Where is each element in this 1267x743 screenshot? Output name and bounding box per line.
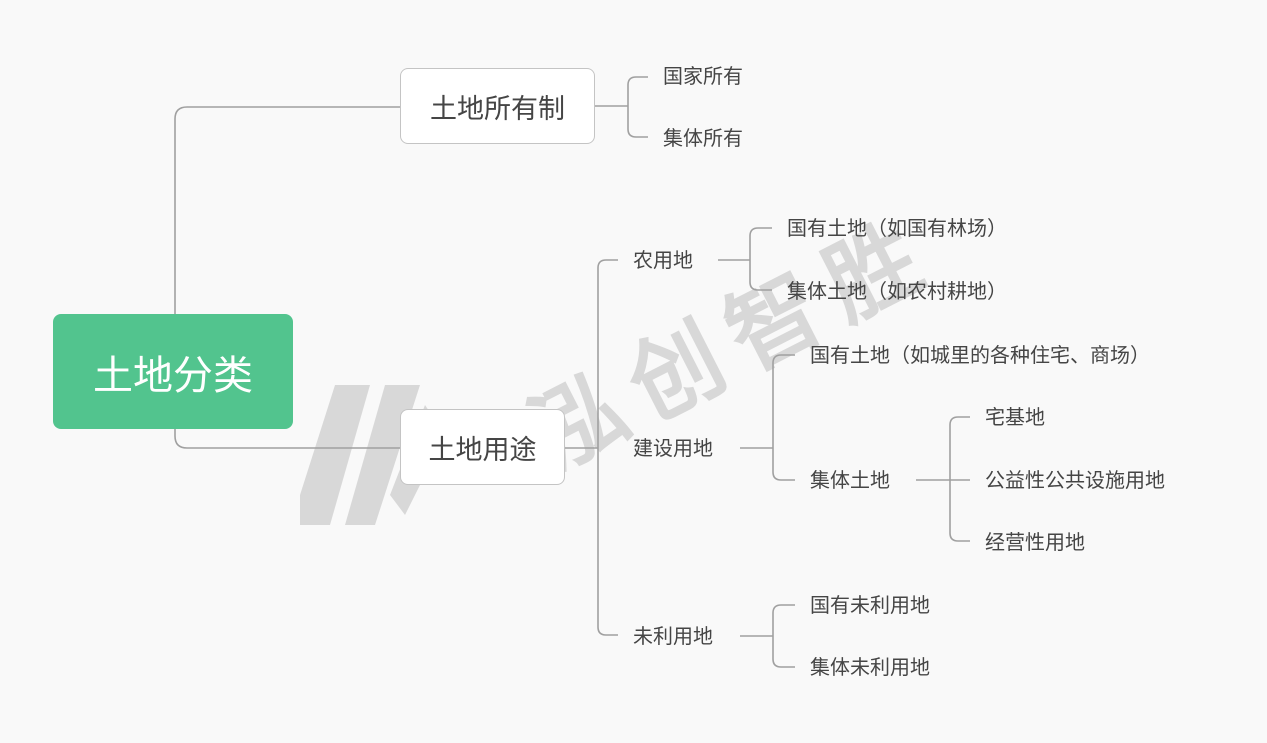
node-collective-owned[interactable]: 集体所有	[663, 126, 743, 150]
node-agri-state[interactable]: 国有土地（如国有林场）	[787, 216, 1007, 240]
root-node[interactable]: 土地分类	[53, 314, 293, 429]
node-ownership[interactable]: 土地所有制	[400, 68, 595, 144]
node-construction-state[interactable]: 国有土地（如城里的各种住宅、商场）	[810, 343, 1150, 367]
node-construction-collective[interactable]: 集体土地	[810, 468, 890, 492]
node-label: 土地所有制	[430, 93, 565, 125]
node-unused-state[interactable]: 国有未利用地	[810, 593, 930, 617]
node-unused-collective[interactable]: 集体未利用地	[810, 655, 930, 679]
node-unused[interactable]: 未利用地	[633, 624, 713, 648]
node-commercial[interactable]: 经营性用地	[985, 530, 1085, 554]
node-agricultural[interactable]: 农用地	[633, 248, 693, 272]
node-agri-collective[interactable]: 集体土地（如农村耕地）	[787, 279, 1007, 303]
node-usage[interactable]: 土地用途	[400, 409, 565, 485]
node-public-facilities[interactable]: 公益性公共设施用地	[985, 468, 1165, 492]
node-homestead[interactable]: 宅基地	[985, 405, 1045, 429]
node-construction[interactable]: 建设用地	[633, 436, 713, 460]
root-label: 土地分类	[93, 352, 253, 399]
node-label: 土地用途	[428, 434, 537, 466]
node-state-owned[interactable]: 国家所有	[663, 64, 743, 88]
